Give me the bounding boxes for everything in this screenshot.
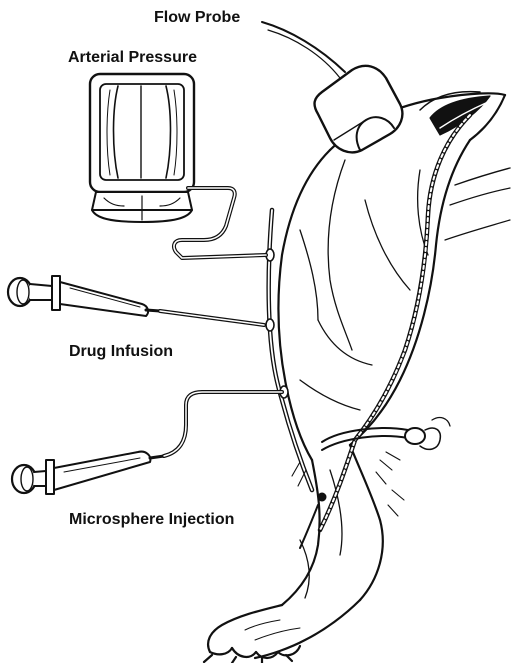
limb-outline: [204, 92, 510, 663]
ligature: [322, 418, 450, 450]
microsphere-injection-label: Microsphere Injection: [69, 512, 234, 528]
flow-probe: [262, 22, 402, 152]
pressure-monitor: [90, 74, 266, 258]
flow-probe-label: Flow Probe: [154, 10, 240, 26]
drug-infusion-label: Drug Infusion: [69, 344, 173, 360]
microsphere-syringe: [12, 392, 282, 494]
arterial-pressure-label: Arterial Pressure: [68, 50, 197, 66]
femoral-catheter: [320, 115, 470, 530]
drug-syringe: [8, 276, 264, 325]
